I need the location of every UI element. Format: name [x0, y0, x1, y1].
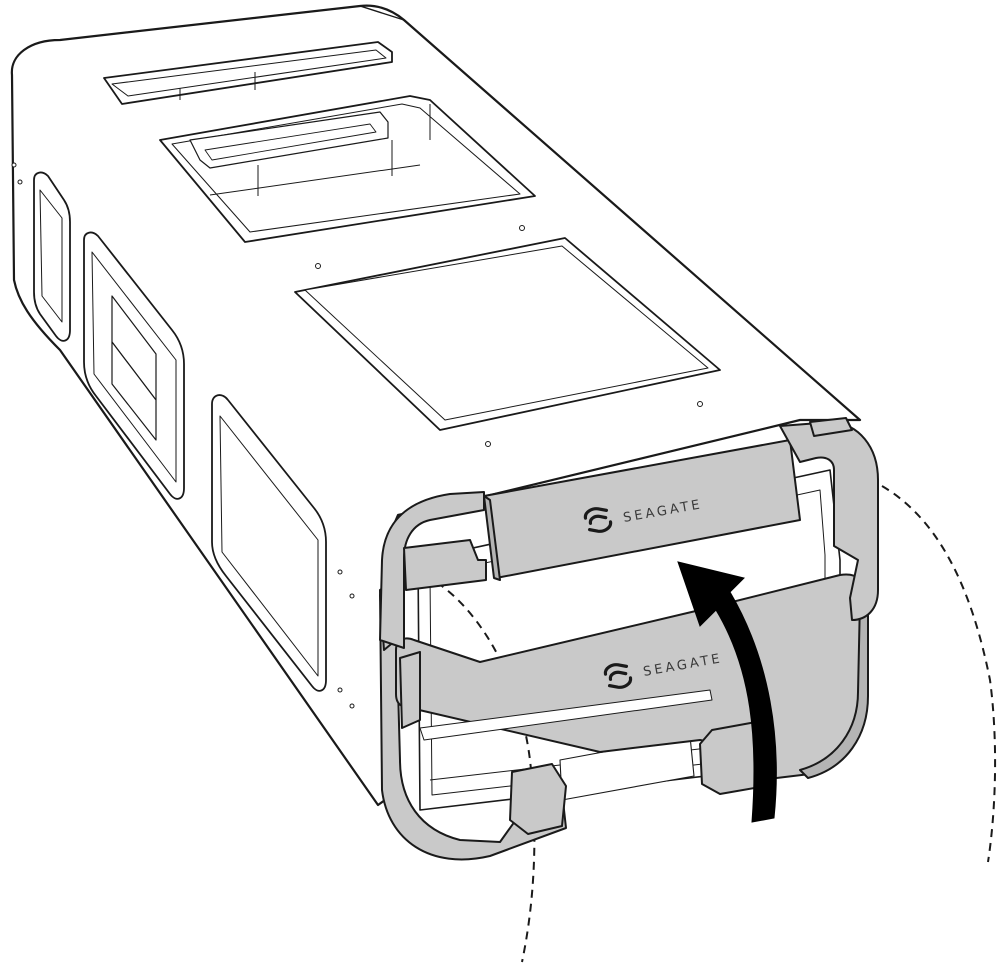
top-openings [103, 41, 721, 431]
seagate-logo-icon [583, 507, 613, 533]
seagate-logo-icon [603, 663, 633, 689]
rotation-guides [424, 485, 997, 963]
upper-handle [379, 417, 879, 729]
screw-dots [11, 162, 703, 709]
rotate-up-arrow-icon [677, 561, 777, 823]
top-edge-line [59, 5, 405, 41]
side-windows [33, 171, 327, 692]
